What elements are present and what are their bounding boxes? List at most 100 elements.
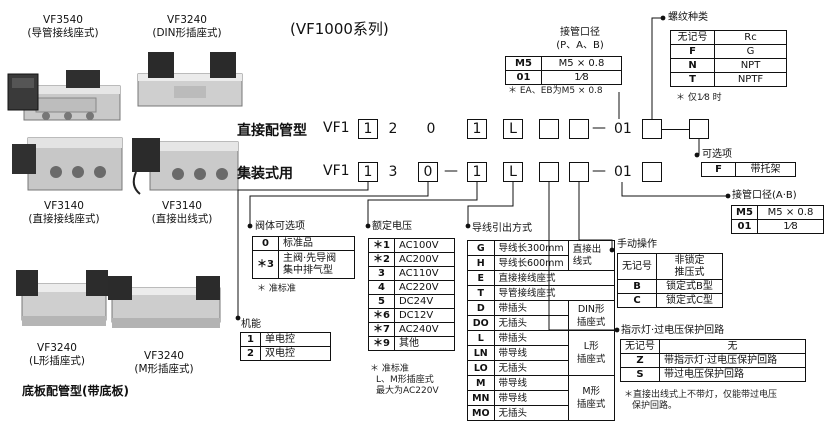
voltage-code: ＊2 — [368, 252, 395, 267]
voltage-code: 5 — [368, 294, 395, 309]
caption-vf3240-din-desc: (DIN形插座式) — [152, 27, 222, 39]
voltage-value: DC24V — [393, 294, 455, 309]
thread-code: F — [670, 44, 715, 59]
wiring-row: M 带导线 M形插座式 — [467, 375, 615, 421]
wiring-code: DO — [467, 315, 495, 331]
wiring-code: H — [467, 255, 495, 271]
wiring-group-direct-line1: 直接出 — [572, 243, 602, 255]
indicator-code: S — [620, 367, 660, 382]
caption-vf3240-din-name: VF3240 — [167, 14, 207, 26]
voltage-title: 额定电压 — [372, 221, 412, 232]
direct-dash: — — [592, 120, 606, 136]
function-code: 1 — [240, 332, 261, 347]
wiring-desc: 带导线 — [493, 390, 569, 406]
voltage-note-1: ＊ 准标准 — [370, 364, 409, 374]
thread-code: 无记号 — [670, 30, 715, 45]
port-size-title-text: 接管口径 — [560, 27, 600, 38]
indicator-value: 无 — [659, 339, 806, 354]
wiring-group-din-line2: 插座式 — [576, 316, 606, 328]
caption-vf3240-l-desc: (L形插座式) — [28, 355, 86, 367]
wiring-desc: 无插头 — [493, 405, 569, 421]
manifold-code-function: 1 — [358, 162, 378, 182]
manual-title: 手动操作 — [617, 239, 657, 250]
voltage-value: 其他 — [393, 336, 455, 351]
valve-option-value: 主阀·先导阀 集中排气型 — [277, 250, 355, 279]
manual-value: 锁定式C型 — [656, 293, 723, 308]
wiring-desc: 导线长300mm — [493, 240, 569, 256]
port-size-code: M5 — [505, 56, 542, 71]
indicator-value: 带过电压保护回路 — [659, 367, 806, 382]
wiring-desc: 无插头 — [493, 360, 569, 376]
subplate-label: 底板配管型(带底板) — [22, 384, 129, 398]
valve-option-code: 0 — [252, 236, 279, 251]
manual-code: B — [617, 279, 657, 294]
manual-value: 锁定式B型 — [656, 279, 723, 294]
port-size-code: 01 — [505, 70, 542, 85]
voltage-code: ＊9 — [368, 336, 395, 351]
indicator-code: 无记号 — [620, 339, 660, 354]
wiring-table: G 导线长300mm 直接出线式 H 导线长600mm E 直接接线座式 T 导… — [467, 240, 615, 421]
caption-vf3240-m-name: VF3240 — [144, 350, 184, 362]
valve-option-note: ＊ 准标准 — [257, 284, 296, 294]
wiring-desc: 导管接线座式 — [493, 285, 615, 301]
wiring-code: MN — [467, 390, 495, 406]
caption-vf3140-out-desc: (直接出线式) — [151, 213, 213, 225]
caption-vf3140-name: VF3140 — [44, 200, 84, 212]
direct-code-voltage: 1 — [467, 119, 487, 139]
caption-vf3140-out: VF3140 (直接出线式) — [132, 200, 232, 226]
thread-type-title: 螺纹种类 — [668, 12, 708, 23]
wiring-title: 导线引出方式 — [472, 223, 532, 234]
caption-vf3140-out-name: VF3140 — [162, 200, 202, 212]
port-size-subtitle: (P、A、B) — [556, 40, 604, 51]
option-value: 带托架 — [735, 162, 796, 177]
wiring-row: G 导线长300mm 直接出线式 — [467, 240, 615, 271]
wiring-desc: 导线长600mm — [493, 255, 569, 271]
caption-vf3540: VF3540 (导管接线座式) — [18, 14, 108, 40]
wiring-code: MO — [467, 405, 495, 421]
caption-vf3140: VF3140 (直接接线座式) — [14, 200, 114, 226]
port-size-title: 接管口径 (P、A、B) — [538, 26, 622, 52]
direct-prefix: VF1 — [323, 120, 350, 136]
valve-photo-vf3240-m — [108, 276, 221, 328]
valve-option-code: ＊3 — [252, 250, 279, 279]
indicator-value: 带指示灯·过电压保护回路 — [659, 353, 806, 368]
thread-type-note: ＊ 仅1⁄8 时 — [676, 93, 722, 103]
valve-photo-vf3540 — [7, 70, 121, 121]
thread-code: T — [670, 72, 715, 87]
wiring-group-m: M形插座式 — [567, 375, 615, 421]
option-title: 可选项 — [702, 149, 732, 160]
voltage-code: ＊7 — [368, 322, 395, 337]
port-ab-value: 1⁄8 — [757, 219, 824, 234]
manual-code: 无记号 — [617, 253, 657, 280]
direct-code-thread — [642, 119, 662, 139]
wiring-desc: 带插头 — [493, 330, 569, 346]
port-size-value: 1⁄8 — [541, 70, 622, 85]
wiring-row: D 带插头 DIN形插座式 — [467, 300, 615, 331]
wiring-desc: 直接接线座式 — [493, 270, 615, 286]
direct-code-valve-option: 0 — [426, 121, 436, 137]
wiring-row: E 直接接线座式 — [467, 270, 615, 286]
wiring-row: T 导管接线座式 — [467, 285, 615, 301]
caption-vf3240-din: VF3240 (DIN形插座式) — [132, 14, 242, 40]
caption-vf3240-m-desc: (M形插座式) — [134, 363, 194, 375]
voltage-value: AC220V — [393, 280, 455, 295]
port-size-value: M5 × 0.8 — [541, 56, 622, 71]
voltage-code: ＊1 — [368, 238, 395, 253]
voltage-note-3: 最大为AC220V — [376, 386, 439, 396]
function-title: 机能 — [241, 319, 261, 330]
manifold-dash-2: — — [592, 163, 606, 179]
wiring-desc: 带导线 — [493, 375, 569, 391]
manifold-prefix: VF1 — [323, 163, 350, 179]
manual-code: C — [617, 293, 657, 308]
wiring-group-l-line2: 插座式 — [576, 354, 606, 365]
wiring-code: T — [467, 285, 495, 301]
valve-photo-vf3240-l — [16, 270, 108, 326]
direct-code-option — [689, 119, 709, 139]
wiring-group-din: DIN形插座式 — [567, 300, 615, 331]
